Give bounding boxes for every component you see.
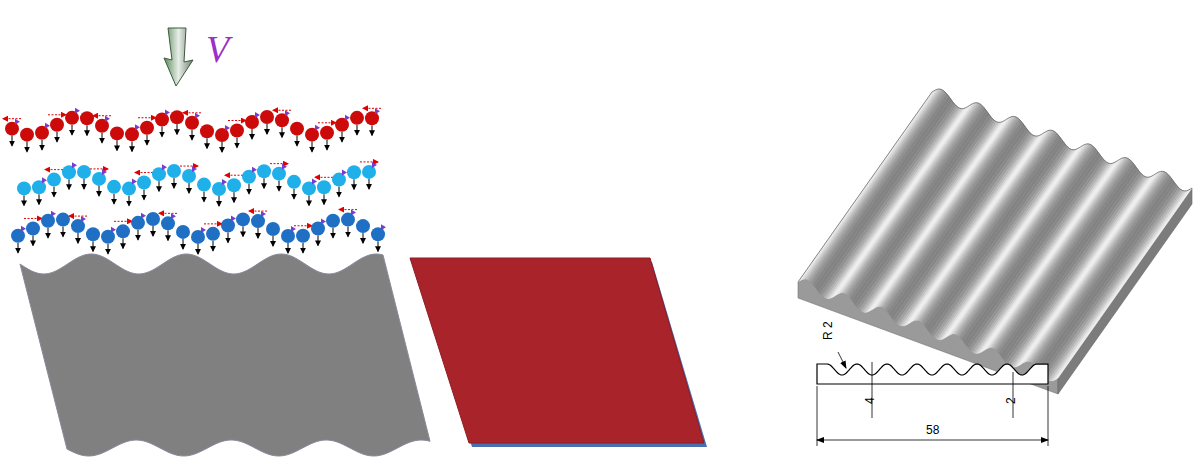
particle: [311, 218, 326, 245]
particle: [32, 177, 47, 204]
particle: [212, 179, 227, 206]
particle: [170, 110, 184, 134]
particle: [266, 222, 280, 246]
velocity-label: V: [206, 30, 229, 68]
particle: [176, 225, 190, 249]
height-dimension: 4: [864, 397, 876, 404]
particle: [215, 125, 230, 152]
particle: [281, 226, 296, 253]
particle: [56, 213, 70, 237]
particle: [180, 166, 198, 193]
particle: [107, 180, 121, 204]
particle: [287, 175, 301, 199]
particle: [350, 111, 364, 135]
particle: [236, 212, 250, 236]
particle: [93, 116, 111, 143]
particle: [204, 224, 222, 251]
particle: [69, 216, 87, 243]
particle: [356, 219, 370, 243]
particle: [90, 169, 108, 196]
particle: [138, 118, 156, 145]
particle: [326, 214, 340, 238]
particle: [131, 213, 146, 240]
particle: [80, 111, 94, 135]
flat-plate: [410, 258, 704, 443]
particle: [245, 112, 260, 139]
dimension-lines: [817, 352, 1048, 446]
particle: [360, 162, 378, 189]
particle: [48, 115, 66, 142]
particle: [200, 124, 214, 148]
particle: [167, 164, 181, 188]
radius-dimension: R 2: [822, 321, 834, 340]
particle: [371, 224, 386, 251]
particle: [339, 210, 357, 237]
particle: [305, 125, 320, 152]
particle: [11, 226, 26, 253]
particle: [77, 165, 91, 189]
particle: [332, 170, 347, 197]
particle: [62, 162, 77, 189]
particle: [249, 211, 267, 238]
particle: [110, 126, 124, 150]
particle: [363, 108, 381, 135]
particle: [228, 121, 246, 148]
particle: [183, 113, 201, 140]
particle: [125, 124, 140, 151]
particle: [41, 211, 56, 238]
particle: [225, 175, 243, 202]
particle: [35, 123, 50, 150]
particle: [197, 178, 211, 202]
particle: [318, 123, 336, 150]
particle: [290, 122, 304, 146]
particle: [273, 110, 291, 137]
depth-dimension: 2: [1005, 397, 1017, 404]
particle-rows: [3, 108, 386, 254]
particle: [86, 227, 100, 251]
particle: [135, 173, 153, 200]
particle: [221, 216, 236, 243]
particle: [146, 212, 160, 236]
particle: [257, 164, 271, 188]
particle: [270, 164, 288, 191]
width-dimension: 58: [926, 424, 939, 436]
particle: [242, 167, 257, 194]
corrugated-plate-3d: [798, 89, 1192, 394]
particle: [155, 110, 170, 137]
particle: [294, 226, 312, 253]
velocity-arrow: [164, 28, 193, 86]
corrugated-plate: [20, 254, 430, 456]
particle: [122, 179, 137, 206]
particle: [24, 218, 42, 245]
particle: [17, 181, 31, 205]
particle: [20, 128, 34, 152]
particle: [260, 110, 274, 134]
particle: [315, 177, 333, 204]
particle: [191, 227, 206, 254]
particle: [101, 227, 116, 254]
particle: [45, 170, 63, 197]
particle: [114, 221, 132, 248]
particle: [347, 165, 361, 189]
particle: [159, 213, 177, 240]
particle: [335, 115, 350, 142]
particle: [302, 178, 317, 205]
particle: [152, 164, 167, 191]
particle: [65, 108, 80, 135]
particle: [3, 119, 21, 146]
